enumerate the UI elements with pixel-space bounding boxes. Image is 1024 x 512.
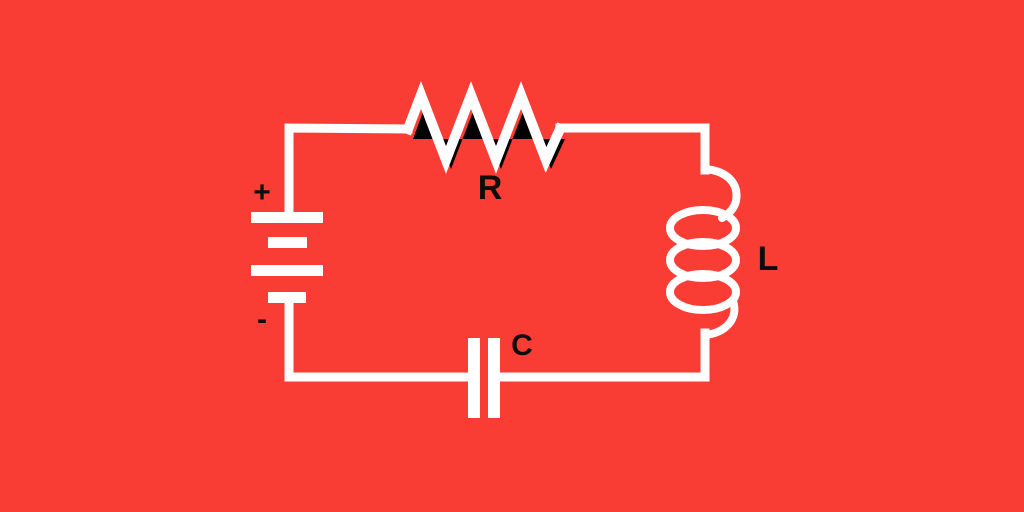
battery-plate-long-2 — [251, 265, 323, 276]
capacitor-label: C — [511, 329, 533, 362]
wire-top-left-segment — [284, 123, 413, 221]
capacitor-symbol — [468, 338, 500, 418]
wire-bottom-left-segment — [284, 295, 473, 382]
resistor-zigzag — [401, 81, 567, 174]
battery-symbol — [251, 212, 323, 303]
capacitor-plate-right — [488, 338, 500, 418]
inductor-label: L — [758, 240, 779, 278]
wire-bottom-right-segment — [494, 328, 710, 382]
battery-plus-label: + — [253, 176, 271, 209]
battery-plate-short-1 — [268, 237, 307, 248]
battery-plate-long-1 — [251, 212, 323, 223]
inductor-bottom-hook — [701, 297, 739, 339]
inductor-loop-3 — [666, 270, 740, 314]
battery-plate-short-2 — [268, 292, 306, 303]
battery-minus-label: - — [257, 303, 267, 336]
inductor-symbol — [666, 165, 741, 339]
wire-top-right-segment — [555, 123, 710, 175]
capacitor-plate-left — [468, 338, 480, 418]
resistor-label: R — [478, 169, 503, 207]
